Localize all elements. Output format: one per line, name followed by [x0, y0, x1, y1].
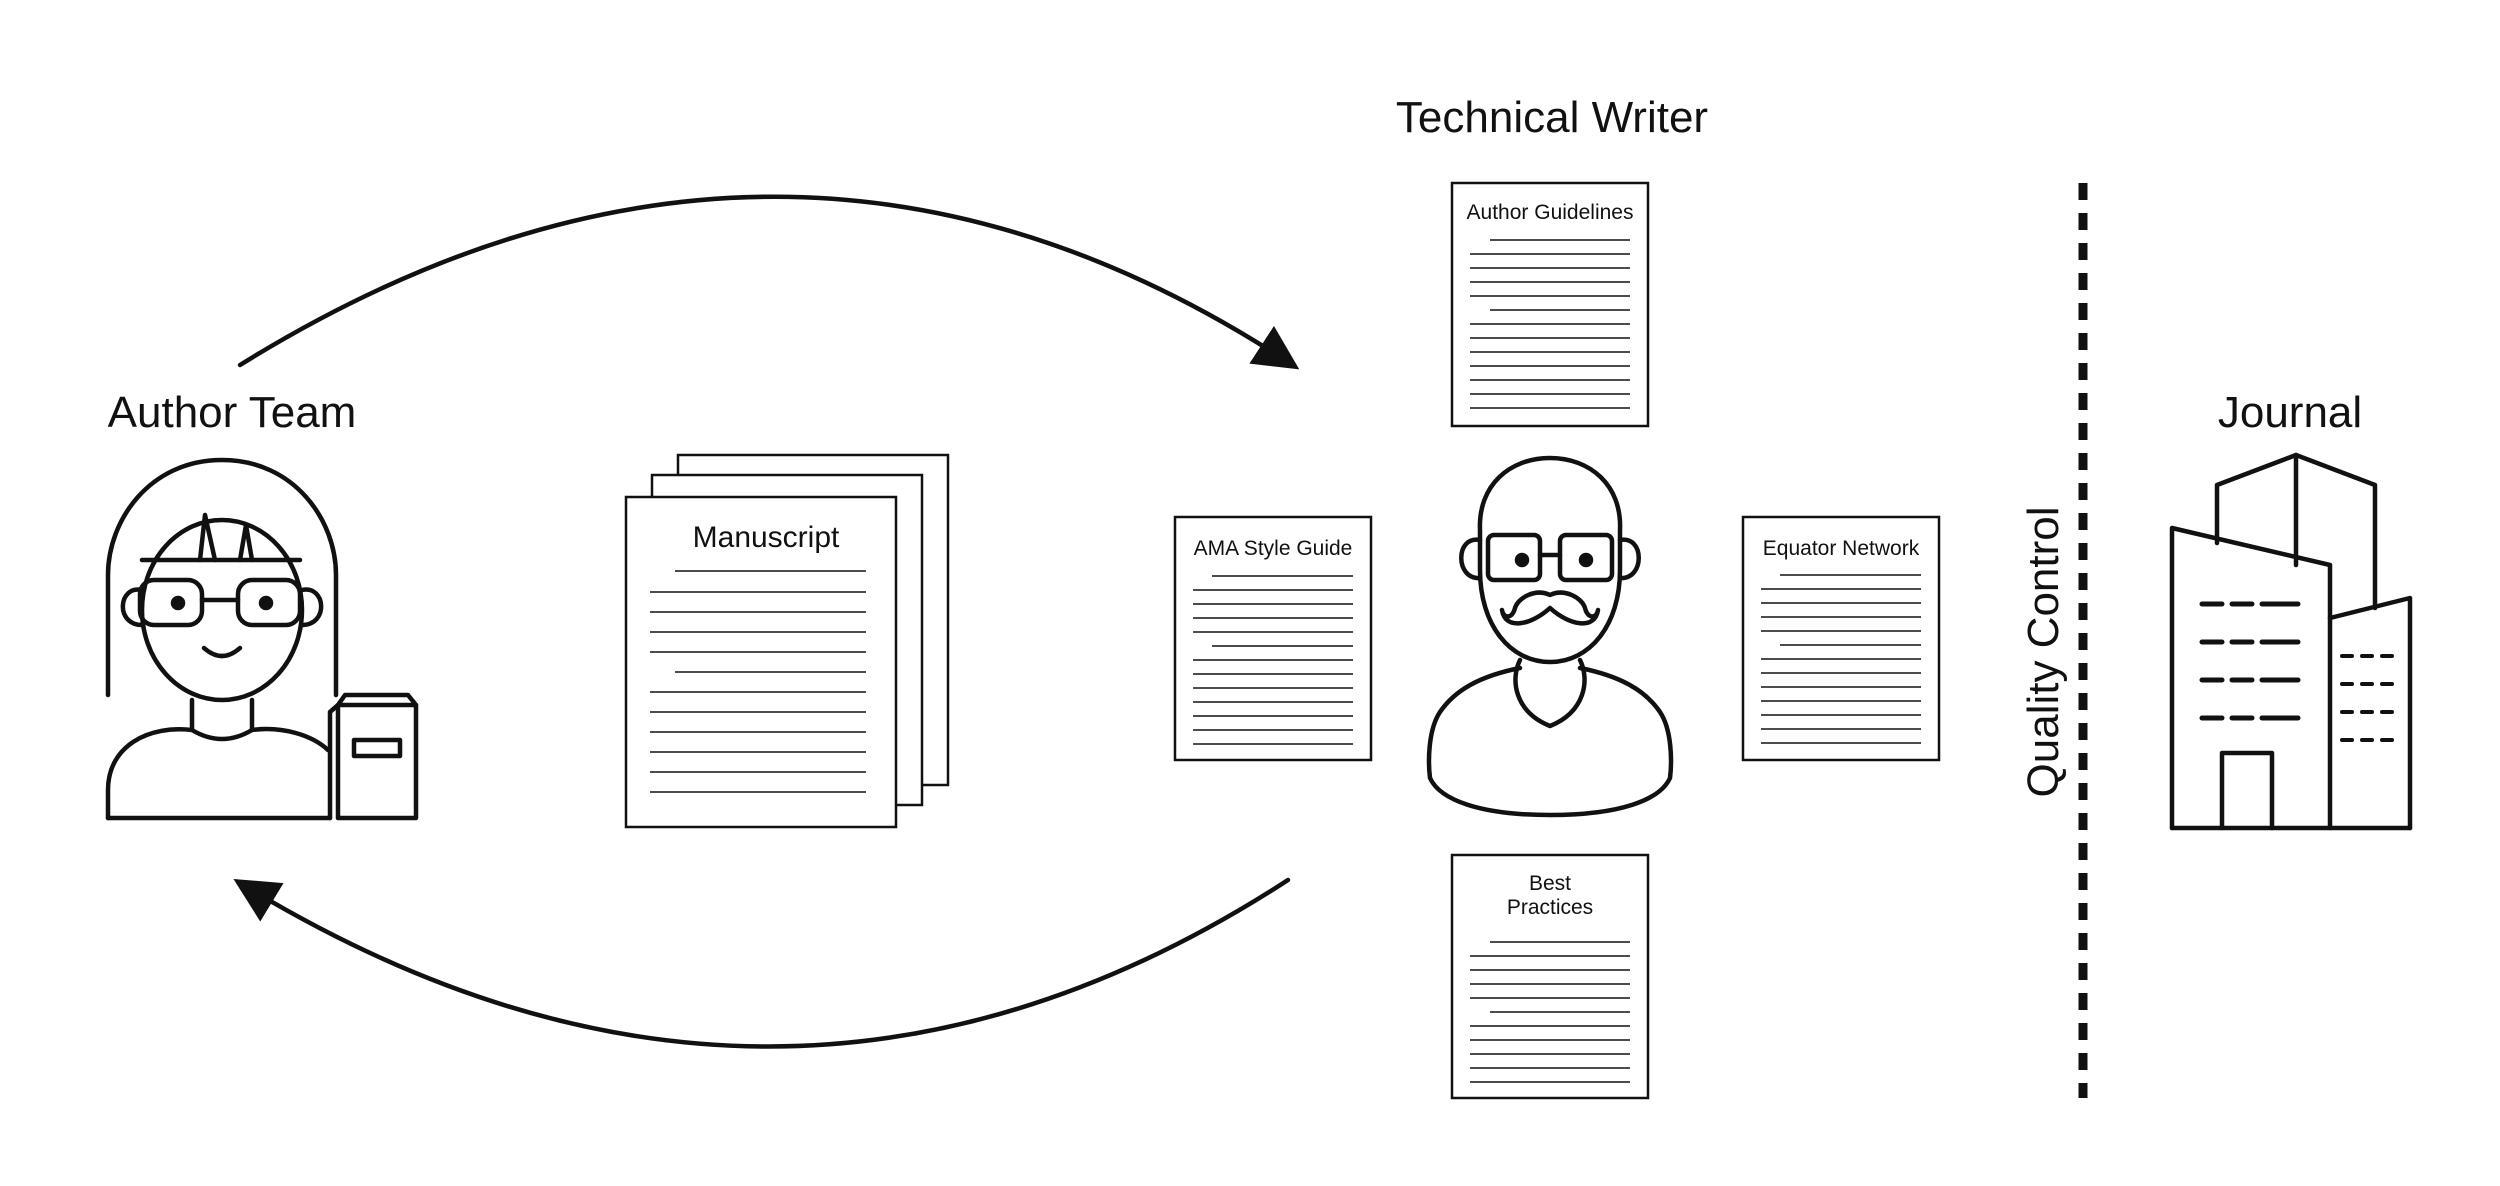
ama-style-guide-title: AMA Style Guide [1194, 537, 1353, 560]
manuscript-text-lines [650, 570, 866, 793]
ama-style-guide-document: AMA Style Guide [1173, 515, 1373, 762]
manuscript-document: Manuscript [624, 453, 950, 829]
woman-with-glasses-and-book-icon [105, 457, 419, 821]
author-team-label: Author Team [108, 388, 357, 437]
best-practices-title-line1: Best [1529, 872, 1571, 895]
arrow-to-writer [237, 194, 1300, 370]
technical-writer-label: Technical Writer [1396, 93, 1708, 142]
office-building-icon [2169, 452, 2413, 831]
journal-label: Journal [2218, 388, 2362, 437]
equator-network-title: Equator Network [1763, 537, 1920, 560]
best-practices-title-line2: Practices [1507, 896, 1593, 919]
arrow-to-author [233, 877, 1291, 1049]
quality-control-label: Quality Control [2019, 506, 2068, 797]
best-practices-document: Best Practices [1450, 853, 1650, 1100]
manuscript-title: Manuscript [693, 521, 840, 554]
author-guidelines-document: Author Guidelines [1450, 181, 1650, 428]
bald-man-with-mustache-icon [1426, 455, 1674, 818]
author-guidelines-title: Author Guidelines [1467, 201, 1634, 224]
equator-network-document: Equator Network [1741, 515, 1941, 762]
